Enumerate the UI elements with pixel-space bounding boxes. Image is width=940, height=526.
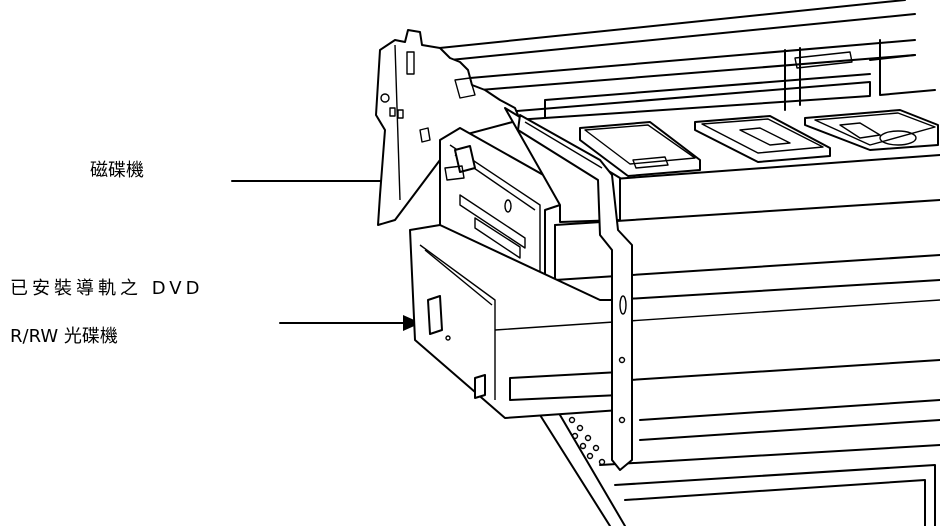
chassis-body	[539, 154, 940, 526]
dvd-drive-label-line2: R/RW 光碟機	[10, 326, 118, 347]
drive-rail	[517, 114, 633, 471]
floppy-drive-label: 磁碟機	[90, 160, 144, 181]
chassis-top-frame	[419, 0, 936, 111]
dvd-pointer-arrow	[279, 315, 421, 331]
dvd-drive-label-line1: 已安裝導軌之 DVD	[10, 278, 204, 299]
dvd-rw-drive	[409, 224, 940, 419]
top-drive-tray	[504, 73, 939, 177]
mounting-bracket	[375, 29, 521, 226]
